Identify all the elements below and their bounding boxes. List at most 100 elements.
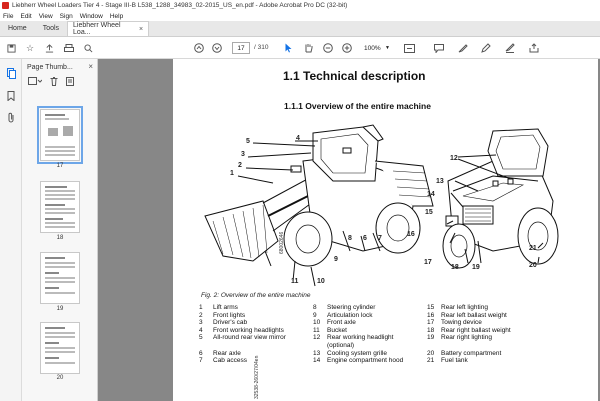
callout-17: 17 [424,259,432,266]
zoom-value: 100% [364,44,381,52]
menu-file[interactable]: File [3,12,14,20]
callout-15: 15 [425,209,433,216]
figure-code: 68002646 [279,231,285,254]
menu-edit[interactable]: Edit [20,12,32,20]
callout-1: 1 [230,170,234,177]
thumbnail-page-17[interactable] [37,106,83,164]
close-panel-icon[interactable]: × [88,62,93,71]
section-heading: 1.1 Technical description [283,69,426,83]
page-properties-icon[interactable] [66,76,74,88]
pdf-page: 1.1 Technical description 1.1.1 Overview… [173,59,598,401]
next-page-icon[interactable] [211,42,223,54]
callout-5: 5 [246,138,250,145]
page-number-input[interactable]: 17 [232,42,250,54]
page-total: / 310 [254,44,269,51]
delete-page-icon[interactable] [50,76,58,88]
callout-10: 10 [317,278,325,285]
bookmark-star-icon[interactable]: ☆ [25,42,35,53]
callout-21: 21 [529,245,537,252]
thumbnail-page-18[interactable] [40,181,80,233]
menu-view[interactable]: View [38,12,53,20]
figure-caption: Fig. 2: Overview of the entire machine [201,292,311,299]
menu-help[interactable]: Help [109,12,124,20]
draw-icon[interactable] [480,42,492,54]
toolbar: ☆ 17 / 310 100% ▼ [0,37,600,59]
save-icon[interactable] [5,42,17,54]
thumbnails-header: Page Thumb... × [22,59,97,75]
callout-9: 9 [334,256,338,263]
print-icon[interactable] [63,42,75,54]
title-bar: Liebherr Wheel Loaders Tier 4 - Stage II… [0,0,600,11]
menu-bar: File Edit View Sign Window Help [0,11,600,21]
tab-tools[interactable]: Tools [42,25,60,32]
upload-icon[interactable] [43,42,55,54]
thumbnails-panel: Page Thumb... × 17 18 [22,59,117,401]
thumbnail-label-20: 20 [56,375,64,381]
callout-16: 16 [407,231,415,238]
menu-window[interactable]: Window [79,12,103,20]
subsection-heading: 1.1.1 Overview of the entire machine [284,101,431,111]
close-icon[interactable]: × [138,25,144,33]
document-side-code: 32538-260/27/04en [254,355,260,399]
callout-8: 8 [348,235,352,242]
zoom-select[interactable]: 100% ▼ [362,42,392,54]
thumbnail-label-17: 17 [56,163,64,169]
callout-20: 20 [529,262,537,269]
navigation-rail [0,59,22,401]
callout-18: 18 [451,264,459,271]
thumbnail-label-18: 18 [56,235,64,241]
page-thumbnails-icon[interactable] [5,67,17,79]
page-fit-icon[interactable] [402,42,416,54]
callout-14: 14 [427,191,435,198]
callout-7: 7 [378,235,382,242]
callout-3: 3 [241,151,245,158]
thumbnail-page-19[interactable] [40,252,80,304]
select-cursor-icon[interactable] [283,42,293,54]
fill-sign-icon[interactable] [504,42,516,54]
tab-document[interactable]: Liebherr Wheel Loa... × [67,21,150,36]
legend-row: (optional) [327,341,355,349]
thumbnail-options-icon[interactable] [28,77,43,87]
zoom-in-icon[interactable] [341,42,353,54]
callout-13: 13 [436,178,444,185]
callout-2: 2 [238,162,242,169]
tab-document-label: Liebherr Wheel Loa... [73,22,121,36]
thumbnails-title: Page Thumb... [27,63,73,71]
comment-icon[interactable] [433,42,445,54]
tab-home[interactable]: Home [8,25,27,32]
highlight-pen-icon[interactable] [457,42,469,54]
menu-sign[interactable]: Sign [59,12,73,20]
callout-19: 19 [472,264,480,271]
zoom-out-icon[interactable] [322,42,334,54]
search-icon[interactable] [82,42,94,54]
previous-page-icon[interactable] [193,42,205,54]
callout-6: 6 [363,235,367,242]
share-icon[interactable] [528,42,540,54]
attachments-paperclip-icon[interactable] [5,111,17,123]
thumbnail-label-19: 19 [56,306,64,312]
chevron-down-icon: ▼ [385,45,390,51]
callout-4: 4 [296,135,300,142]
hand-tool-icon[interactable] [302,42,314,54]
acrobat-icon [2,2,9,9]
bookmarks-icon[interactable] [5,90,17,102]
thumbnail-page-20[interactable] [40,322,80,374]
